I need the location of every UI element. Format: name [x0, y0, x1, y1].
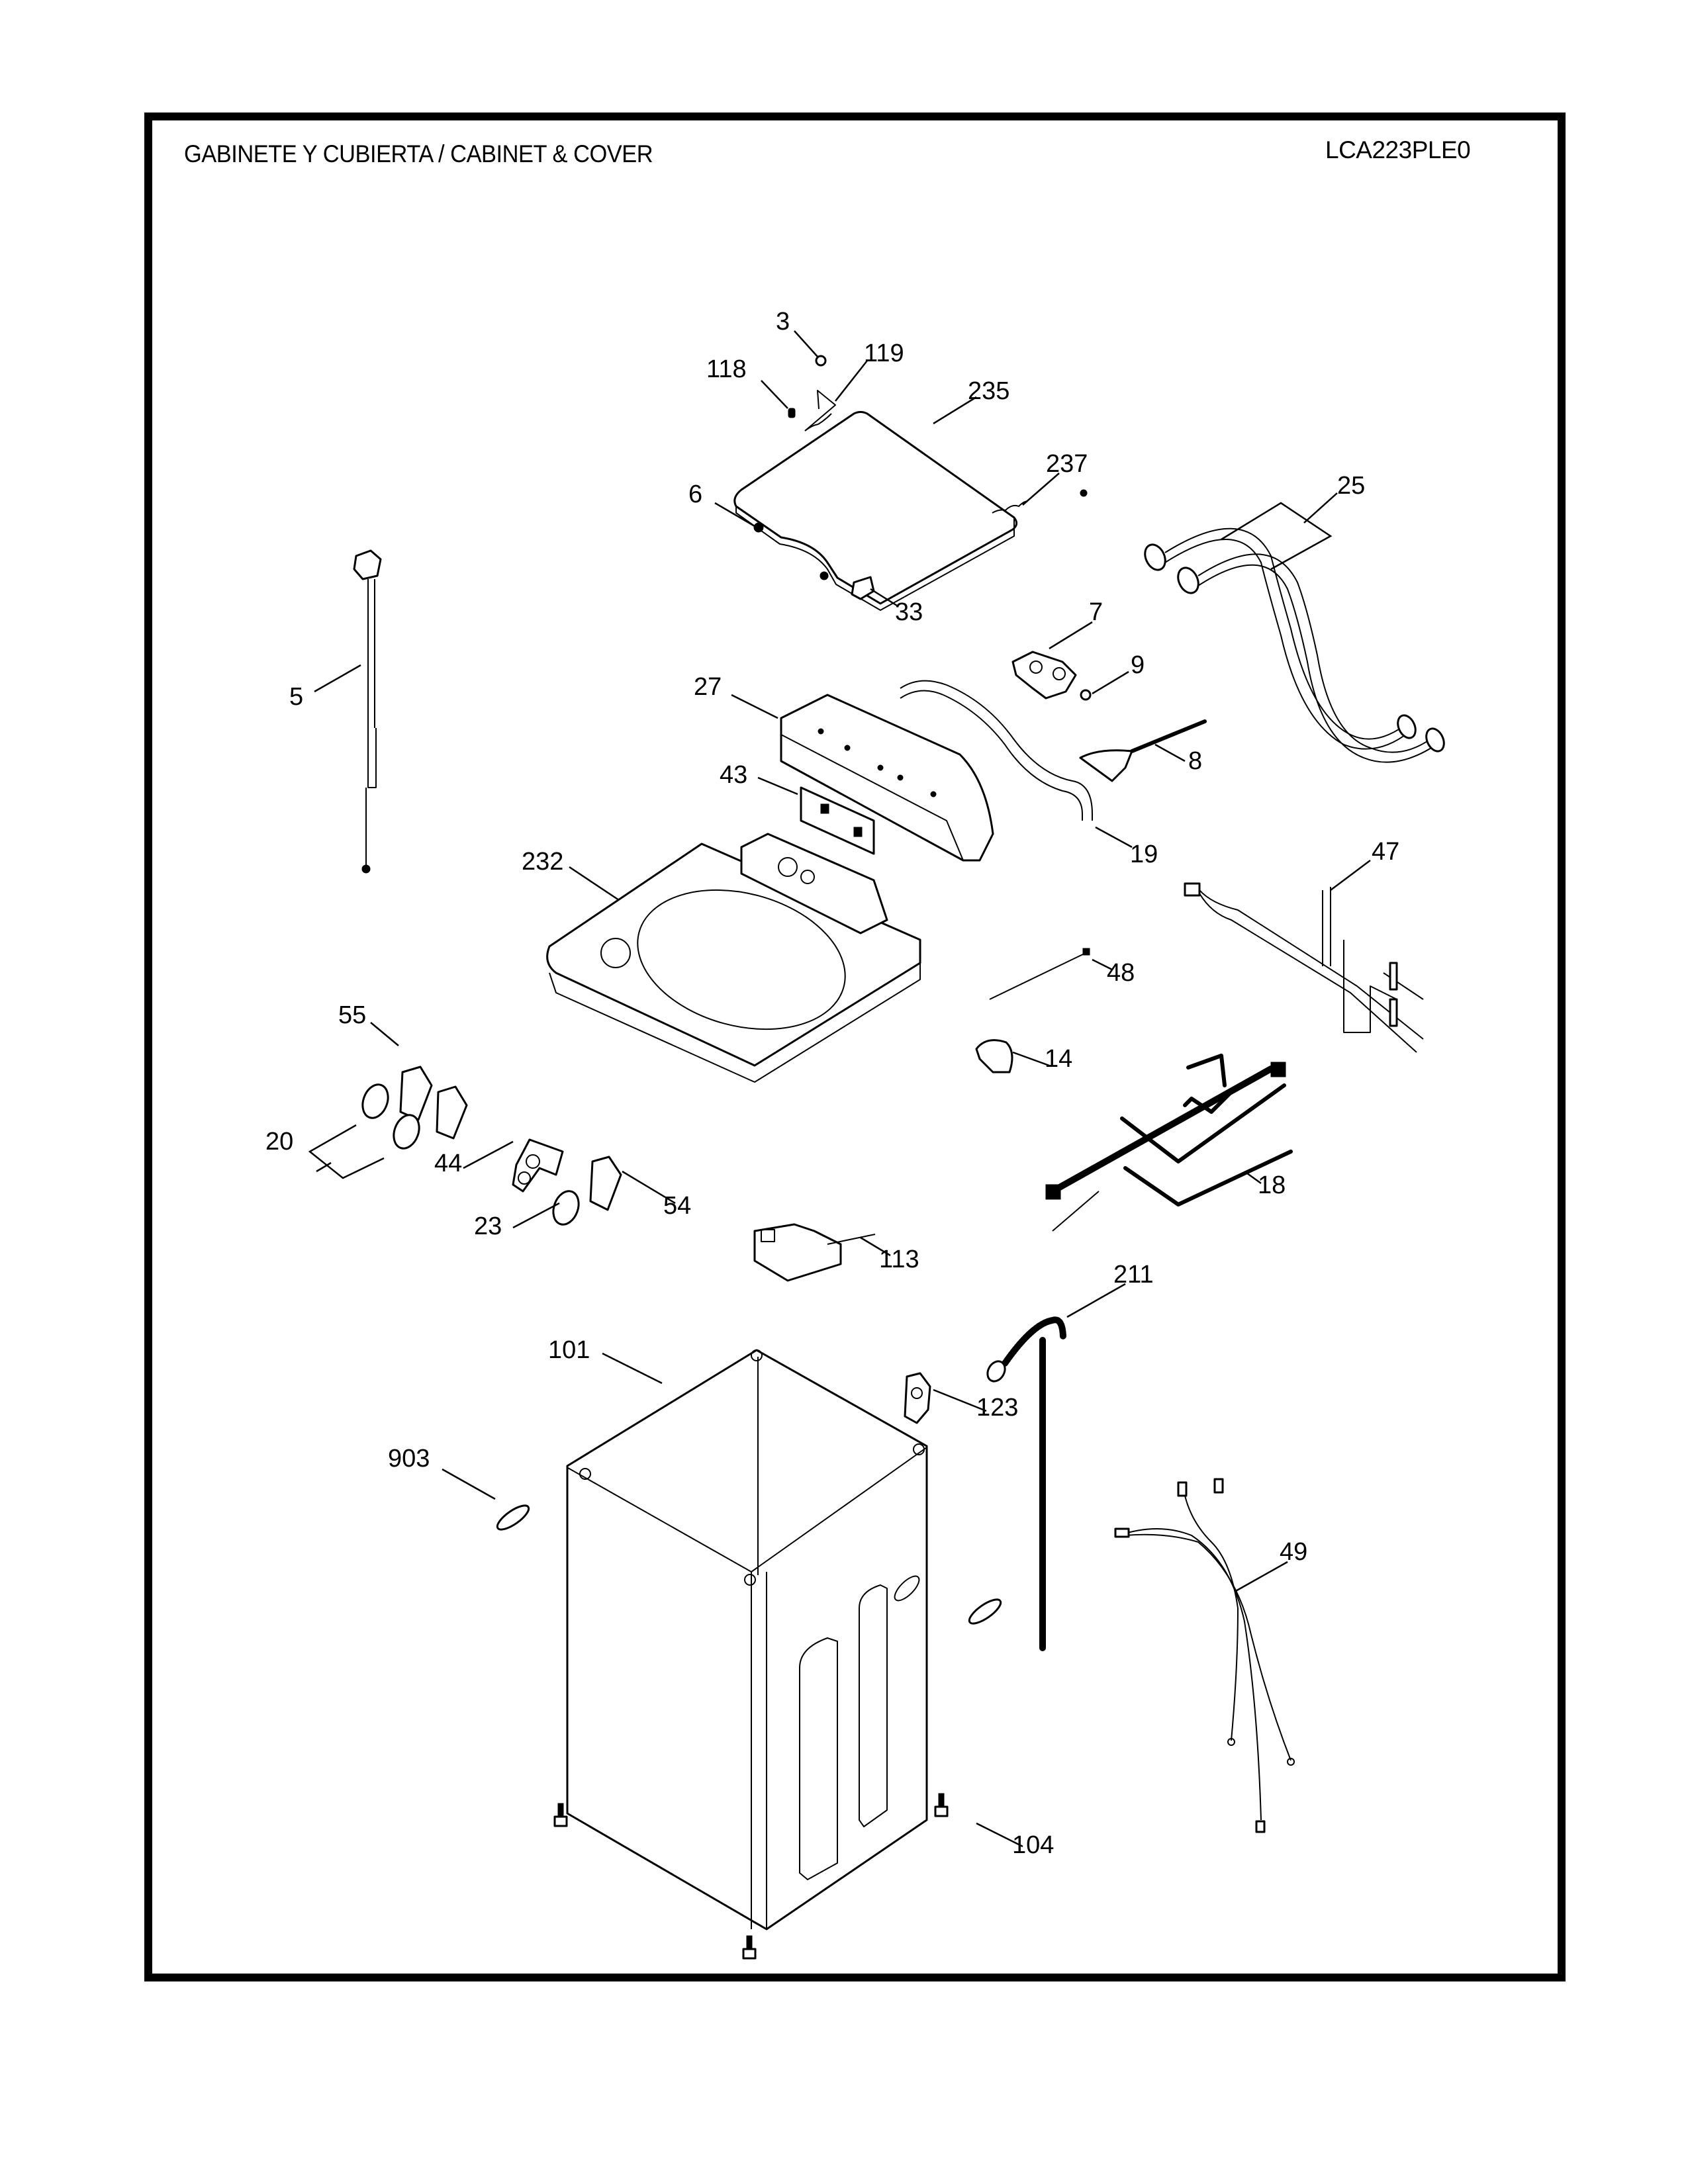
part-55-rotary-switch — [399, 1066, 468, 1140]
callout-232: 232 — [522, 848, 563, 876]
callout-235: 235 — [968, 377, 1009, 405]
part-113-lid-lock-switch — [753, 1223, 876, 1282]
part-104-leveling-foot — [553, 1793, 949, 1960]
callout-27: 27 — [694, 673, 722, 701]
part-19-inlet-tube — [900, 680, 1093, 821]
part-33-lid-hinge — [820, 571, 875, 600]
part-118-lid-stopper — [788, 408, 796, 418]
callout-903: 903 — [388, 1445, 430, 1473]
part-49-sub-wire-harness — [1114, 1478, 1295, 1833]
part-48-sensor-wire — [989, 948, 1090, 1000]
part-8-dispenser-nozzle — [1079, 719, 1207, 782]
callout-211: 211 — [1113, 1261, 1154, 1289]
part-237-lid-spring — [992, 489, 1088, 514]
part-101-cabinet — [566, 1349, 928, 1931]
callout-9: 9 — [1131, 651, 1145, 679]
callout-47: 47 — [1372, 838, 1399, 866]
part-3-screw — [815, 355, 827, 367]
callout-43: 43 — [720, 761, 747, 789]
leader-lines — [314, 330, 1371, 1848]
part-43-control-board — [800, 786, 875, 855]
part-7-inlet-valve — [1011, 651, 1077, 700]
callout-48: 48 — [1107, 959, 1135, 987]
callout-20: 20 — [265, 1128, 293, 1156]
callout-44: 44 — [434, 1150, 462, 1177]
callout-118: 118 — [706, 355, 747, 383]
part-123-hose-bracket — [904, 1372, 931, 1424]
callout-14: 14 — [1045, 1045, 1072, 1073]
model-number: LCA223PLE0 — [1325, 136, 1471, 163]
part-119-lid-lock-rod — [804, 390, 836, 432]
callout-101: 101 — [548, 1336, 590, 1364]
callout-54: 54 — [663, 1192, 691, 1220]
callout-3: 3 — [776, 308, 790, 336]
part-235-top-lid — [733, 411, 1017, 611]
part-6-hinge-cap — [753, 522, 764, 533]
part-903-handle-cap — [496, 1504, 1002, 1625]
callout-labels: 3 119 118 235 237 25 6 33 7 9 5 27 8 43 … — [265, 308, 1399, 1859]
part-211-drain-hose — [986, 1316, 1066, 1651]
callout-19: 19 — [1130, 841, 1158, 868]
callout-6: 6 — [688, 480, 702, 508]
callout-8: 8 — [1188, 747, 1202, 775]
callout-49: 49 — [1280, 1538, 1307, 1566]
part-232-top-cover — [546, 833, 921, 1083]
part-18-motor-wire-harness — [1045, 1054, 1293, 1232]
callout-119: 119 — [864, 340, 904, 367]
diagram-title: GABINETE Y CUBIERTA / CABINET & COVER — [184, 140, 653, 167]
part-25-inlet-hoses — [1144, 527, 1445, 763]
callout-33: 33 — [895, 598, 923, 626]
diagram-frame — [144, 113, 1566, 1981]
part-14-pressure-switch — [975, 1039, 1013, 1073]
callout-18: 18 — [1258, 1171, 1286, 1199]
callout-104: 104 — [1012, 1831, 1054, 1859]
callout-5: 5 — [289, 683, 303, 711]
part-54-selector-switch — [589, 1156, 622, 1211]
callout-113: 113 — [879, 1246, 919, 1273]
part-44-push-button-board — [512, 1138, 564, 1193]
part-20-knobs — [308, 1083, 420, 1179]
callout-25: 25 — [1337, 472, 1365, 500]
callout-123: 123 — [976, 1394, 1018, 1422]
part-5-power-cord — [353, 549, 382, 874]
part-27-control-panel-cover — [780, 694, 994, 862]
callout-237: 237 — [1046, 450, 1088, 478]
part-23-knob — [552, 1190, 580, 1226]
callout-7: 7 — [1089, 598, 1103, 626]
callout-23: 23 — [474, 1212, 502, 1240]
part-47-main-wire-harness — [1184, 882, 1424, 1053]
callout-55: 55 — [338, 1001, 366, 1029]
part-9-hose-clamp — [1080, 689, 1092, 701]
